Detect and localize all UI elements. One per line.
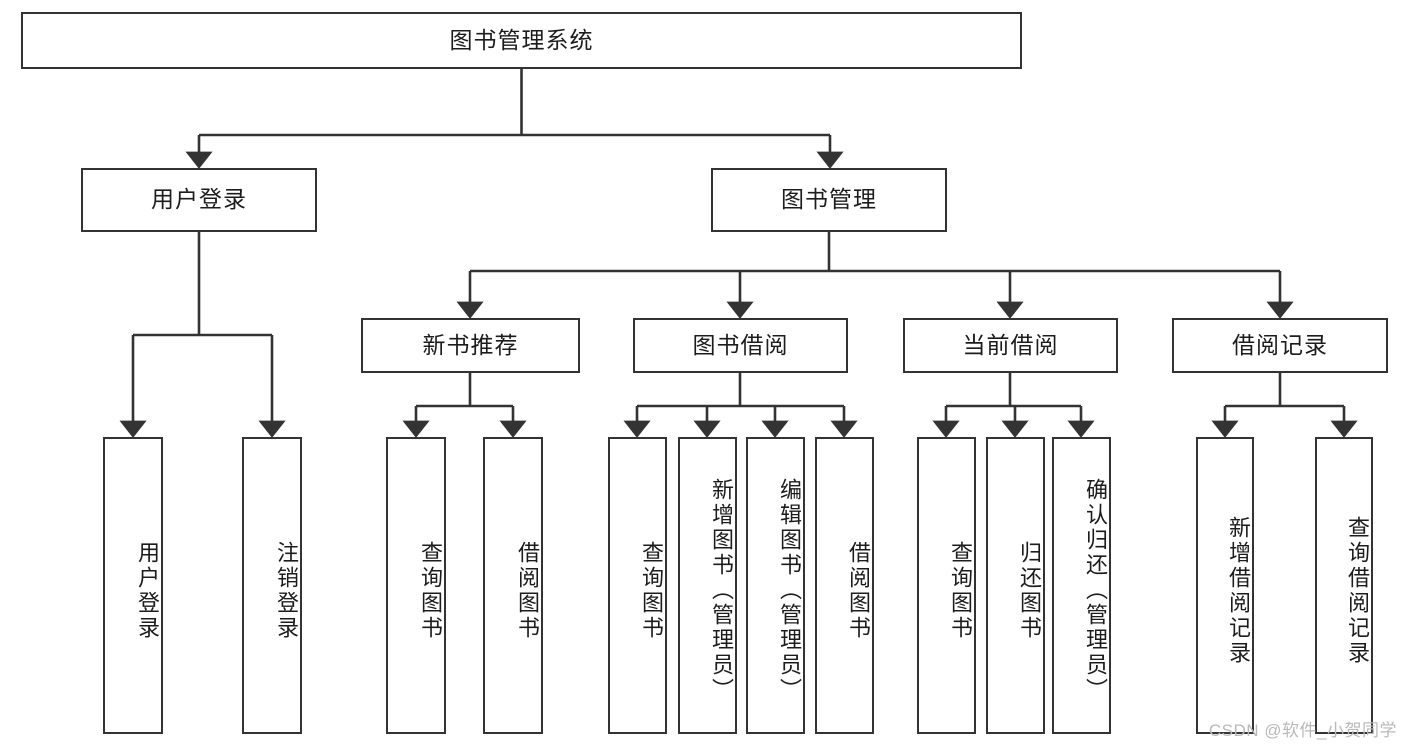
leaf-query-record[interactable]: 查询借阅记录 — [1315, 437, 1373, 734]
leaf-logout[interactable]: 注销登录 — [242, 437, 302, 734]
leaf-borrow-book-1[interactable]: 借阅图书 — [483, 437, 543, 734]
node-book-borrow[interactable]: 图书借阅 — [633, 318, 848, 373]
leaf-user-login[interactable]: 用户登录 — [103, 437, 163, 734]
leaf-return-book[interactable]: 归还图书 — [986, 437, 1045, 734]
node-book-borrow-label: 图书借阅 — [692, 331, 789, 358]
leaf-add-record-label: 新增借阅记录 — [1226, 515, 1251, 666]
node-new-book-rec-label: 新书推荐 — [422, 331, 519, 358]
watermark: CSDN @软件_小贺同学 — [1208, 721, 1397, 740]
leaf-query-book-1[interactable]: 查询图书 — [386, 437, 446, 734]
leaf-borrow-book-1-label: 借阅图书 — [515, 540, 540, 641]
node-current-borrow[interactable]: 当前借阅 — [903, 318, 1118, 373]
leaf-confirm-return-label: 确认归还（管理员） — [1083, 478, 1108, 703]
leaf-query-book-2-label: 查询图书 — [639, 540, 664, 641]
node-new-book-rec[interactable]: 新书推荐 — [361, 318, 580, 373]
node-borrow-record-label: 借阅记录 — [1232, 331, 1328, 358]
leaf-borrow-book-2[interactable]: 借阅图书 — [815, 437, 874, 734]
node-book-manage-label: 图书管理 — [781, 186, 877, 213]
leaf-edit-book[interactable]: 编辑图书（管理员） — [746, 437, 805, 734]
leaf-borrow-book-2-label: 借阅图书 — [846, 540, 871, 641]
leaf-query-book-2[interactable]: 查询图书 — [608, 437, 667, 734]
leaf-return-book-label: 归还图书 — [1017, 540, 1042, 641]
leaf-query-book-3[interactable]: 查询图书 — [917, 437, 976, 734]
leaf-add-book[interactable]: 新增图书（管理员） — [678, 437, 737, 734]
leaf-user-login-label: 用户登录 — [135, 540, 160, 641]
node-user-login-label: 用户登录 — [151, 186, 247, 213]
node-current-borrow-label: 当前借阅 — [962, 331, 1059, 358]
leaf-query-book-3-label: 查询图书 — [948, 540, 973, 641]
node-user-login[interactable]: 用户登录 — [81, 168, 317, 232]
leaf-logout-label: 注销登录 — [274, 540, 299, 641]
node-borrow-record[interactable]: 借阅记录 — [1172, 318, 1388, 373]
leaf-query-book-1-label: 查询图书 — [418, 540, 443, 641]
leaf-edit-book-label: 编辑图书（管理员） — [777, 478, 802, 703]
leaf-query-record-label: 查询借阅记录 — [1345, 515, 1370, 666]
node-root-label: 图书管理系统 — [449, 26, 594, 53]
leaf-confirm-return[interactable]: 确认归还（管理员） — [1052, 437, 1111, 734]
node-book-manage[interactable]: 图书管理 — [711, 168, 947, 232]
leaf-add-book-label: 新增图书（管理员） — [709, 478, 734, 703]
node-root[interactable]: 图书管理系统 — [21, 12, 1022, 69]
leaf-add-record[interactable]: 新增借阅记录 — [1196, 437, 1254, 734]
